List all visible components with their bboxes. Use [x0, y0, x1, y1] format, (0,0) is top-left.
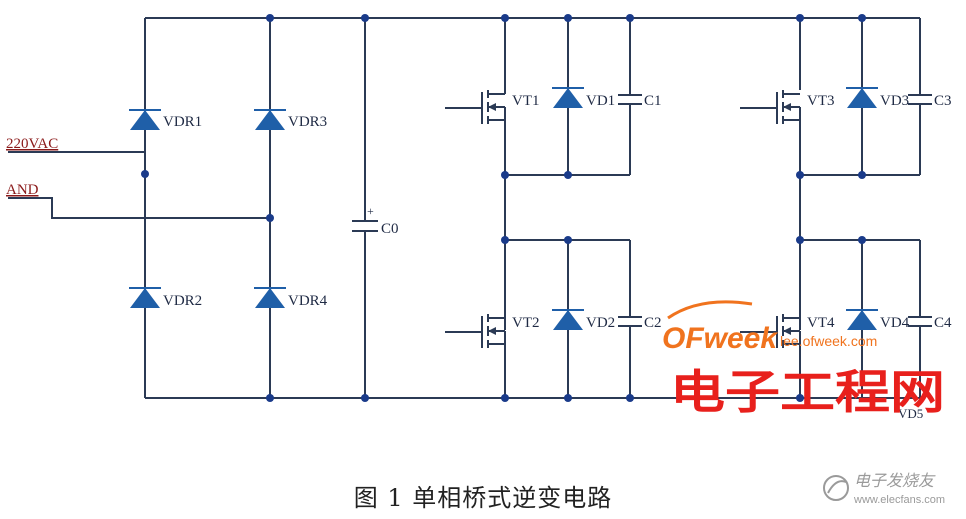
neutral-input-wire — [8, 197, 270, 219]
c3-label: C3 — [934, 93, 952, 109]
elecfans-logo-swoosh-icon — [827, 480, 847, 494]
vd1-label: VD1 — [586, 93, 615, 109]
line-input-label: 220VAC — [6, 136, 58, 152]
vt2-label: VT2 — [512, 315, 540, 331]
labels: 220VAC AND VDR1 VDR2 VDR3 VDR4 + C0 VT1 … — [6, 93, 952, 421]
vt1-label: VT1 — [512, 93, 540, 109]
ofweek-url: lee.ofweek.com — [780, 333, 877, 349]
c4-label: C4 — [934, 315, 952, 331]
vt3-mosfet — [740, 90, 801, 124]
vt2-mosfet — [445, 314, 506, 358]
vd4-diode-icon — [846, 309, 878, 330]
ofweek-watermark: OFweek lee.ofweek.com 电子工程网 — [662, 300, 945, 419]
vd3-diode-icon — [846, 87, 878, 108]
c2-label: C2 — [644, 315, 662, 331]
junction-nodes — [141, 14, 866, 402]
elecfans-logo-icon — [823, 475, 849, 501]
ofweek-swoosh-icon — [667, 300, 753, 320]
vdr1-label: VDR1 — [163, 114, 202, 130]
vt4-label: VT4 — [807, 315, 835, 331]
vt2-arrow-icon — [488, 327, 496, 335]
c0-label: C0 — [381, 221, 399, 237]
ofweek-logo: OFweek — [662, 322, 778, 355]
vd3-label: VD3 — [880, 93, 909, 109]
c2-capacitor — [618, 316, 642, 327]
diodes — [129, 87, 878, 330]
c0-capacitor — [352, 220, 378, 232]
c4-capacitor — [908, 316, 932, 327]
vt3-arrow-icon — [783, 103, 791, 111]
c1-capacitor — [618, 94, 642, 105]
vdr4-label: VDR4 — [288, 293, 328, 309]
vd2-diode-icon — [552, 309, 584, 330]
c1-label: C1 — [644, 93, 662, 109]
c0-polarity-mark: + — [367, 204, 374, 218]
vdr1-diode-icon — [129, 109, 161, 130]
vdr2-diode-icon — [129, 287, 161, 308]
figure-caption: 图 1 单相桥式逆变电路 — [353, 484, 613, 512]
vd5-label: VD5 — [898, 406, 923, 421]
vdr4-diode-icon — [254, 287, 286, 308]
vt1-arrow-icon — [488, 103, 496, 111]
vd1-diode-icon — [552, 87, 584, 108]
elecfans-cn-text: 电子发烧友 — [854, 471, 936, 490]
ofweek-cn-text: 电子工程网 — [670, 365, 945, 419]
elecfans-watermark: 电子发烧友 www.elecfans.com — [823, 471, 945, 506]
mosfet-arrows — [488, 103, 791, 335]
vdr3-diode-icon — [254, 109, 286, 130]
vdr2-label: VDR2 — [163, 293, 202, 309]
vt4-arrow-icon — [783, 327, 791, 335]
vdr3-label: VDR3 — [288, 114, 327, 130]
vd4-label: VD4 — [880, 315, 910, 331]
vd2-label: VD2 — [586, 315, 615, 331]
elecfans-url: www.elecfans.com — [853, 494, 945, 506]
neutral-input-label: AND — [6, 182, 39, 198]
c3-capacitor — [908, 94, 932, 105]
vt3-label: VT3 — [807, 93, 835, 109]
